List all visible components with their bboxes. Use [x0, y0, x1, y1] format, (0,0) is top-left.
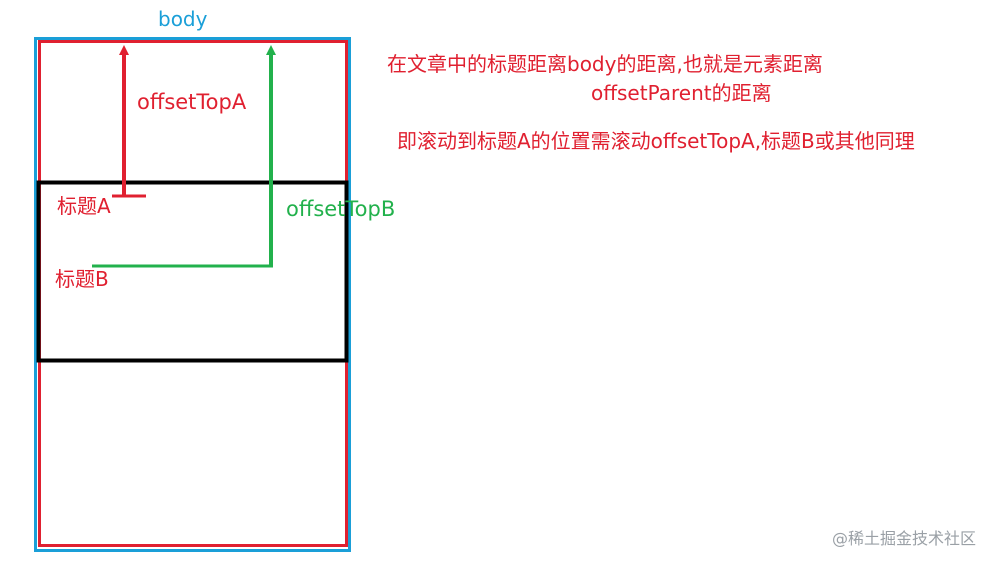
explanation-line-2: offsetParent的距离	[591, 81, 772, 105]
explanation-line-1: 在文章中的标题距离body的距离,也就是元素距离	[387, 52, 823, 76]
offset-top-b-label: offsetTopB	[286, 197, 396, 221]
title-b-label: 标题B	[55, 267, 109, 291]
document-box	[38, 40, 348, 547]
viewport-box	[36, 180, 349, 363]
explanation-line-3: 即滚动到标题A的位置需滚动offsetTopA,标题B或其他同理	[397, 129, 915, 153]
title-a-label: 标题A	[57, 194, 111, 218]
body-box	[34, 37, 351, 552]
body-label: body	[158, 7, 208, 31]
offset-top-a-label: offsetTopA	[137, 90, 247, 114]
watermark: @稀土掘金技术社区	[831, 529, 976, 548]
